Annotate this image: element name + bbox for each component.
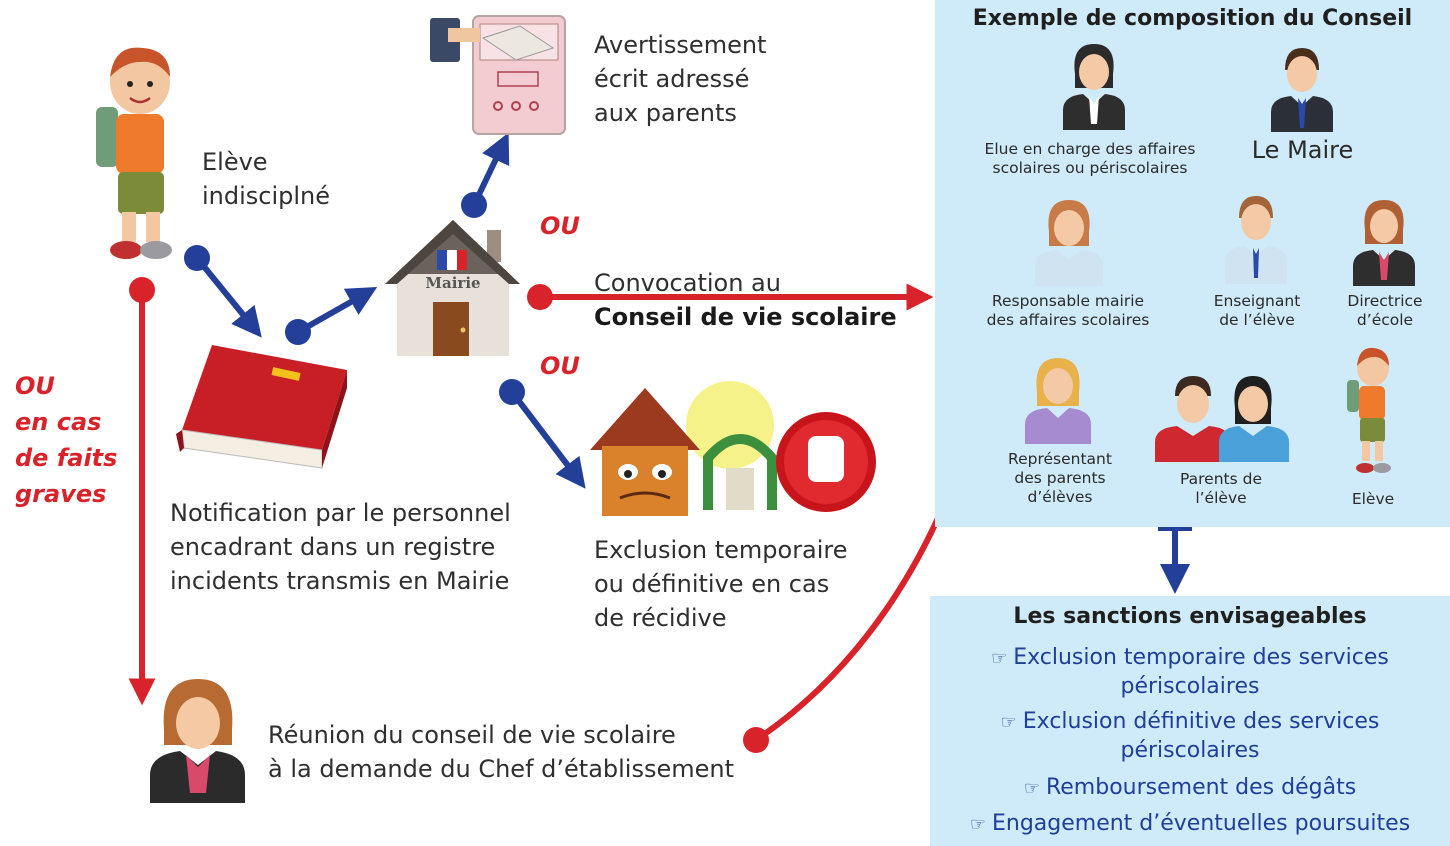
ou-middle-label: OU bbox=[540, 352, 580, 380]
student-label: Elève indisciplné bbox=[202, 148, 331, 210]
person-icon bbox=[1155, 372, 1291, 466]
hand-pointer-icon: ☞ bbox=[991, 648, 1008, 669]
ou-top-label: OU bbox=[540, 212, 580, 240]
principal-icon bbox=[150, 675, 245, 803]
sanctions-title: Les sanctions envisageables bbox=[1013, 604, 1367, 629]
register-book-icon bbox=[172, 340, 352, 480]
sanction-item: ☞Remboursement des dégâts bbox=[1023, 775, 1357, 800]
council-member-label: Elève bbox=[1351, 490, 1395, 508]
person-icon bbox=[1035, 198, 1103, 290]
council-member-label: Le Maire bbox=[1251, 136, 1354, 164]
hand-pointer-icon: ☞ bbox=[1000, 712, 1017, 733]
student-icon bbox=[1345, 346, 1397, 484]
warning-label: Avertissement écrit adressé aux parents bbox=[594, 31, 767, 127]
person-icon bbox=[1353, 198, 1415, 290]
sanction-item: ☞Engagement d’éventuelles poursuites bbox=[969, 811, 1411, 836]
school-stop-icon: ECOLE bbox=[590, 380, 880, 520]
arrow-council-to-sanctions bbox=[1158, 525, 1192, 594]
sanctions-panel: Les sanctions envisageables ☞Exclusion t… bbox=[930, 596, 1450, 846]
arrow-mairie-to-exclusion bbox=[499, 379, 586, 489]
notification-label: Notification par le personnel encadrant … bbox=[170, 499, 511, 595]
student-icon bbox=[88, 42, 188, 272]
council-title: Exemple de composition du Conseil bbox=[972, 6, 1413, 31]
arrow-mairie-to-warning bbox=[461, 132, 510, 218]
school-sign: ECOLE bbox=[714, 424, 754, 437]
person-icon bbox=[1063, 44, 1125, 134]
sanction-item: ☞Exclusion définitive des services péris… bbox=[1000, 709, 1380, 763]
exclusion-label: Exclusion temporaire ou définitive en ca… bbox=[594, 536, 848, 632]
arrow-register-to-mairie bbox=[285, 287, 378, 345]
meeting-label: Réunion du conseil de vie scolaire à la … bbox=[268, 721, 735, 783]
person-icon bbox=[1271, 46, 1333, 136]
person-icon bbox=[1225, 194, 1287, 288]
sanction-item: ☞Exclusion temporaire des services péris… bbox=[991, 645, 1389, 699]
convocation-label: Convocation au Conseil de vie scolaire bbox=[594, 269, 897, 331]
arrow-mairie-to-council bbox=[527, 283, 934, 311]
mailbox-icon bbox=[428, 8, 578, 138]
hand-pointer-icon: ☞ bbox=[1023, 778, 1040, 799]
mairie-sign: Mairie bbox=[425, 274, 481, 292]
council-panel: Exemple de composition du Conseil Elue e… bbox=[935, 0, 1450, 527]
grave-case-label: OU en cas de faits graves bbox=[15, 372, 118, 508]
hand-pointer-icon: ☞ bbox=[969, 814, 986, 835]
town-hall-icon: Mairie bbox=[385, 212, 520, 360]
person-icon bbox=[1025, 356, 1091, 448]
arrow-grave-to-meeting bbox=[128, 277, 156, 706]
arrow-student-to-register bbox=[184, 245, 262, 338]
